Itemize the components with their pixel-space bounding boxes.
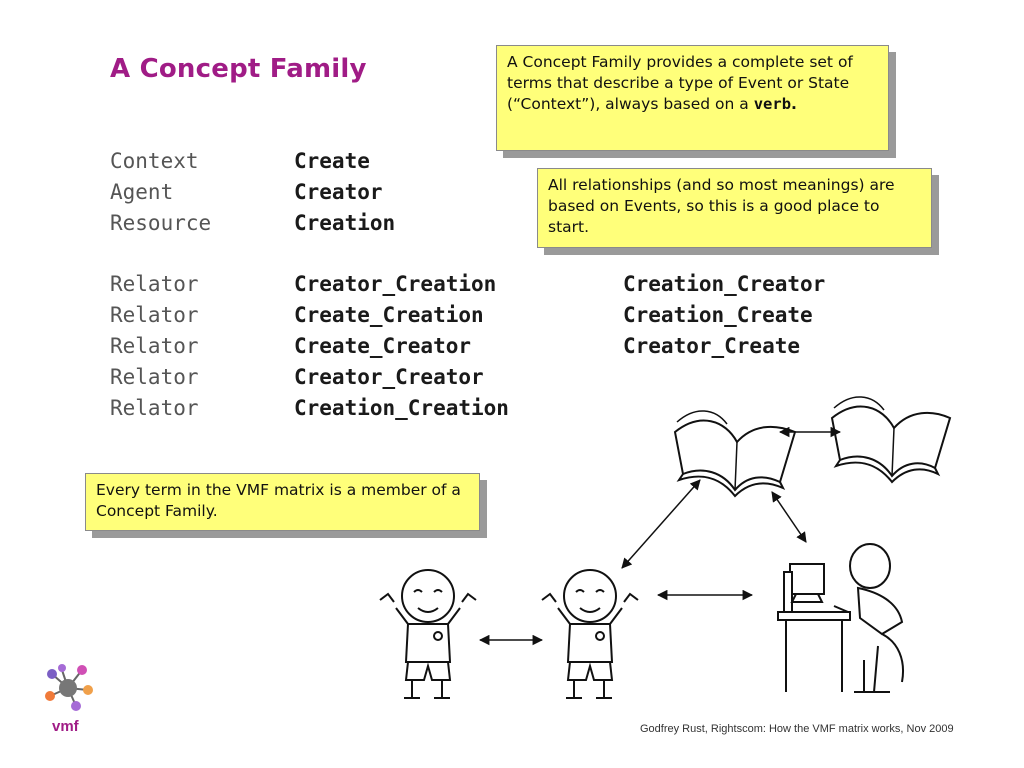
open-book-icon bbox=[830, 396, 952, 484]
page-title: A Concept Family bbox=[110, 54, 367, 84]
footer-credit: Godfrey Rust, Rightscom: How the VMF mat… bbox=[640, 723, 954, 735]
relator-value: Create_Creation bbox=[294, 303, 484, 327]
term-label: Context bbox=[110, 149, 199, 173]
relator-value: Creator_Creator bbox=[294, 365, 484, 389]
note-concept-family-text: A Concept Family provides a complete set… bbox=[507, 53, 853, 113]
vmf-logo: vmf bbox=[38, 660, 98, 735]
relation-arrow bbox=[771, 491, 807, 543]
note-verb-emphasis: verb bbox=[753, 95, 792, 113]
relator-label: Relator bbox=[110, 272, 199, 296]
person-icon bbox=[379, 569, 477, 699]
relation-arrow bbox=[621, 479, 701, 569]
molecule-logo-icon bbox=[45, 664, 93, 711]
relator-reverse: Creator_Create bbox=[623, 334, 801, 358]
relator-reverse: Creation_Create bbox=[623, 303, 813, 327]
relator-value: Creator_Creation bbox=[294, 272, 497, 296]
computer-user-icon bbox=[777, 543, 904, 693]
relator-value: Creation_Creation bbox=[294, 396, 509, 420]
note-vmf-matrix: Every term in the VMF matrix is a member… bbox=[85, 473, 480, 531]
term-label: Resource bbox=[110, 211, 212, 235]
note-verb-period: . bbox=[791, 95, 797, 113]
note-vmf-matrix-text: Every term in the VMF matrix is a member… bbox=[96, 481, 461, 520]
relator-reverse: Creation_Creator bbox=[623, 272, 826, 296]
note-relationships-text: All relationships (and so most meanings)… bbox=[548, 176, 895, 236]
relator-label: Relator bbox=[110, 334, 199, 358]
note-concept-family: A Concept Family provides a complete set… bbox=[496, 45, 889, 151]
person-icon bbox=[541, 569, 639, 699]
logo-text: vmf bbox=[52, 718, 79, 735]
concept-illustration bbox=[379, 396, 952, 699]
term-label: Agent bbox=[110, 180, 174, 204]
relator-label: Relator bbox=[110, 396, 199, 420]
relator-value: Create_Creator bbox=[294, 334, 472, 358]
term-value: Creation bbox=[294, 211, 396, 235]
term-value: Create bbox=[294, 149, 370, 173]
relator-label: Relator bbox=[110, 365, 199, 389]
note-relationships: All relationships (and so most meanings)… bbox=[537, 168, 932, 248]
term-value: Creator bbox=[294, 180, 383, 204]
relator-label: Relator bbox=[110, 303, 199, 327]
open-book-icon bbox=[673, 410, 797, 498]
